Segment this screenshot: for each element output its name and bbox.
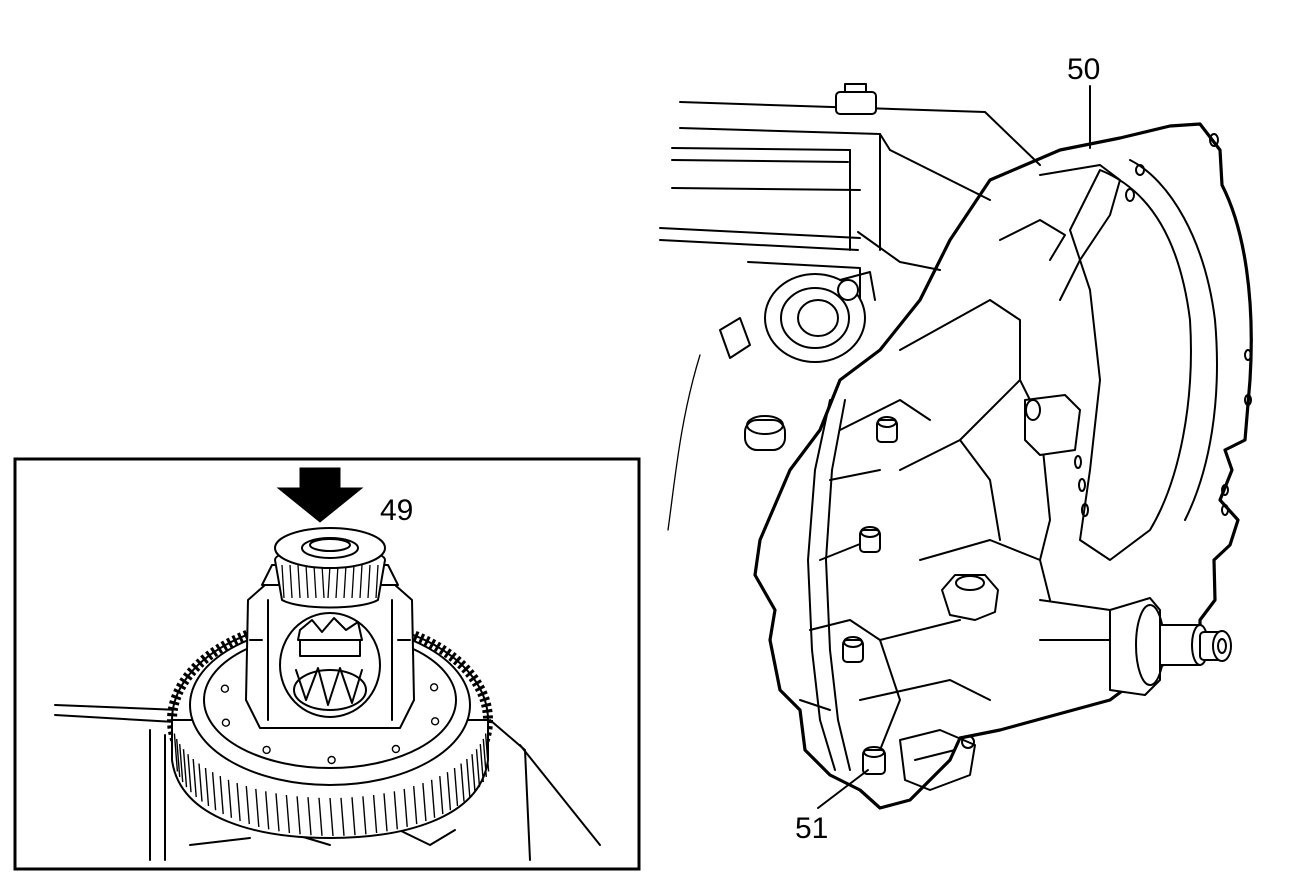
differential-inset	[13, 457, 641, 871]
bearing-roller	[335, 564, 339, 599]
bolt-head	[876, 416, 898, 443]
gear-tooth	[179, 744, 184, 783]
housing-bolts	[842, 416, 898, 775]
gear-tooth	[466, 758, 471, 798]
gear-tooth	[393, 791, 398, 830]
gear-tooth	[219, 776, 224, 815]
gear-tooth	[182, 749, 188, 788]
bearing-roller	[367, 564, 371, 599]
gear-tooth	[275, 793, 280, 832]
gear-tooth	[187, 754, 192, 793]
transaxle-housing-drawing	[659, 83, 1253, 810]
seal-boss	[764, 271, 876, 363]
bearing-roller	[313, 564, 317, 599]
gear-tooth	[439, 776, 444, 815]
gear-tooth	[198, 763, 203, 802]
gear-tooth	[285, 794, 291, 834]
bearing-roller	[375, 564, 379, 599]
bearing-roller	[289, 564, 293, 599]
bearing-roller	[305, 564, 309, 599]
gear-tooth	[475, 749, 481, 788]
gear-tooth	[351, 797, 356, 836]
gear-tooth	[236, 783, 241, 822]
bearing-roller	[343, 564, 347, 599]
bell-inner-ring	[1069, 169, 1192, 561]
gear-tooth	[403, 788, 408, 827]
gear-tooth	[453, 767, 459, 807]
ring-gear-bolt	[430, 717, 440, 726]
flange-bolt-holes	[1074, 133, 1252, 517]
rear-mount-boss	[744, 415, 786, 451]
gear-tooth	[372, 794, 378, 834]
callout-51-label: 51	[795, 812, 828, 845]
lower-mount-bracket	[899, 729, 976, 791]
taper-bearing	[261, 527, 399, 609]
ring-gear-teeth	[173, 733, 490, 837]
down-arrow-icon	[276, 467, 364, 523]
gear-tooth	[211, 772, 217, 811]
gear-tooth	[255, 788, 260, 827]
output-shaft	[1039, 597, 1232, 696]
bearing-roller	[281, 564, 285, 599]
gear-tooth	[484, 733, 490, 772]
gear-tooth	[340, 797, 345, 836]
callout-50-label: 50	[1067, 53, 1100, 86]
ring-gear-bolt	[220, 684, 230, 693]
gear-tooth	[413, 786, 418, 825]
bell-housing-outline	[753, 122, 1253, 810]
bolt-head	[842, 636, 864, 663]
bearing-rollers	[281, 564, 379, 599]
callout-labels: 49 50 51	[380, 53, 1100, 845]
gear-tooth	[329, 797, 334, 837]
gear-tooth	[471, 754, 476, 793]
gear-tooth	[479, 744, 484, 783]
gear-tooth	[192, 758, 197, 798]
bearing-roller	[327, 564, 331, 599]
gear-tooth	[460, 763, 465, 802]
bearing-roller	[321, 564, 325, 599]
fill-plug-boss	[941, 574, 999, 621]
bearing-roller	[297, 564, 301, 599]
gear-tooth	[446, 772, 452, 811]
gear-tooth	[362, 796, 367, 835]
gear-tooth	[204, 767, 210, 807]
bearing-roller	[351, 564, 355, 599]
ring-gear-bolt	[391, 744, 401, 754]
gear-tooth	[307, 797, 312, 836]
callout-51-leader	[817, 769, 869, 809]
gear-tooth	[245, 786, 250, 825]
bolt-head	[862, 746, 886, 775]
engine-block-outline	[659, 83, 1041, 531]
callout-49-label: 49	[380, 494, 413, 527]
gear-tooth	[173, 733, 179, 772]
ring-gear-bolt	[262, 745, 271, 755]
gear-tooth	[383, 793, 388, 832]
housing-block	[1024, 394, 1081, 456]
ring-gear-bolt	[221, 718, 231, 727]
ring-gear-bolt	[327, 755, 336, 765]
gear-tooth	[430, 779, 436, 818]
bearing-roller	[359, 564, 363, 599]
gear-tooth	[422, 783, 427, 822]
gear-tooth	[265, 791, 270, 830]
case-background	[54, 704, 601, 861]
gear-tooth	[482, 738, 487, 777]
gear-tooth	[176, 738, 181, 777]
gear-tooth	[227, 779, 233, 818]
bolt-head	[859, 526, 881, 553]
gear-tooth	[296, 796, 301, 835]
ring-gear-bolt	[429, 683, 439, 692]
gear-tooth	[318, 797, 323, 836]
